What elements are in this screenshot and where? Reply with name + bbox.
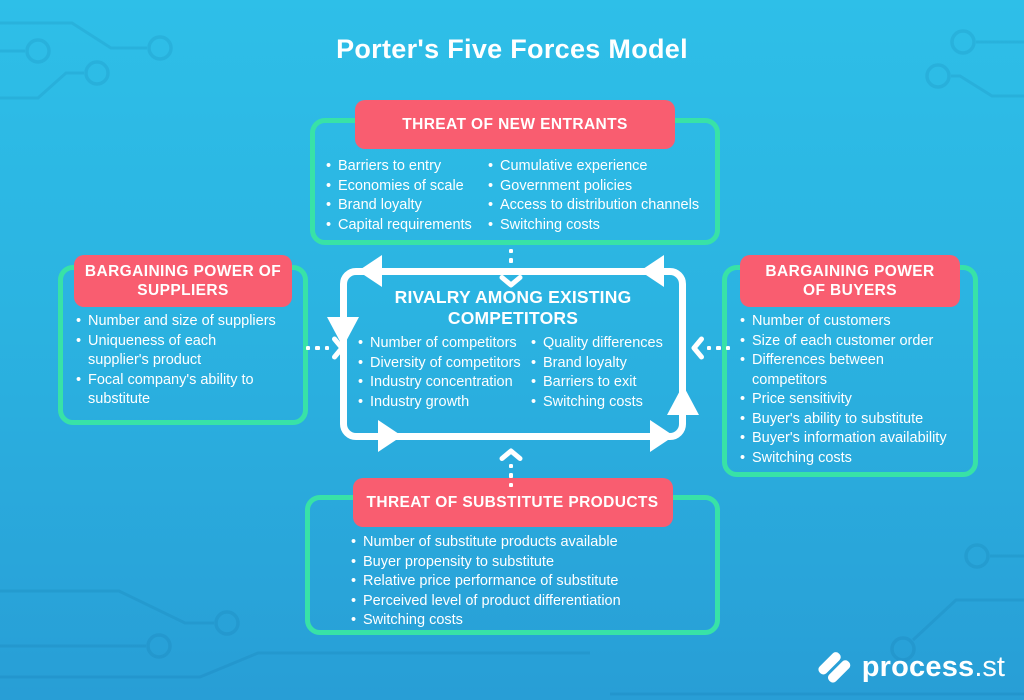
list-item: Barriers to exit: [530, 373, 677, 393]
list-item: Buyer's information availability: [739, 429, 971, 449]
list-item: Buyer propensity to substitute: [350, 553, 715, 573]
list-item: Uniqueness of each supplier's product: [75, 332, 299, 371]
list-item: Number of customers: [739, 312, 971, 332]
logo-suffix: .st: [974, 650, 1005, 683]
arrow-dot: [508, 258, 514, 263]
list-item: Government policies: [487, 177, 711, 197]
rivalry-list-col1: Number of competitorsDiversity of compet…: [357, 334, 530, 412]
force-box-suppliers: BARGAINING POWER OF SUPPLIERS Number and…: [58, 255, 308, 425]
list-item: Industry growth: [357, 393, 530, 413]
list-item: Switching costs: [739, 449, 971, 469]
arrow-dot: [508, 248, 514, 254]
list-item: Focal company's ability to substitute: [75, 371, 299, 410]
list-item: Access to distribution channels: [487, 196, 711, 216]
buyers-list: Number of customersSize of each customer…: [739, 312, 971, 468]
force-header-new-entrants: THREAT OF NEW ENTRANTS: [355, 100, 675, 149]
arrow-dot: [508, 473, 514, 478]
process-st-logo: process.st: [815, 648, 1005, 686]
list-item: Capital requirements: [325, 216, 487, 236]
arrow-buyers-to-rivalry: [691, 336, 733, 360]
force-box-rivalry: RIVALRY AMONG EXISTING COMPETITORS Numbe…: [340, 268, 686, 440]
arrow-dot: [305, 345, 311, 351]
chevron-left-icon: [691, 336, 704, 360]
force-box-new-entrants: THREAT OF NEW ENTRANTS Barriers to entry…: [310, 100, 720, 245]
force-box-buyers: BARGAINING POWER OF BUYERS Number of cus…: [722, 255, 978, 477]
arrow-substitutes-to-rivalry: [499, 448, 523, 490]
list-item: Differences between competitors: [739, 351, 971, 390]
force-header-suppliers: BARGAINING POWER OF SUPPLIERS: [74, 255, 292, 307]
chevron-down-icon: [499, 275, 523, 288]
list-item: Quality differences: [530, 334, 677, 354]
list-item: Barriers to entry: [325, 157, 487, 177]
list-item: Switching costs: [350, 611, 715, 631]
arrow-dot: [508, 463, 514, 469]
arrow-dot: [706, 345, 712, 351]
logo-name: process: [861, 650, 975, 683]
arrow-dot: [716, 345, 721, 351]
chevron-right-icon: [332, 336, 345, 360]
arrow-dot: [508, 267, 514, 273]
arrow-dot: [315, 345, 320, 351]
page-title: Porter's Five Forces Model: [336, 34, 688, 64]
new-entrants-list-col1: Barriers to entryEconomies of scaleBrand…: [325, 157, 487, 235]
list-item: Brand loyalty: [325, 196, 487, 216]
force-header-buyers: BARGAINING POWER OF BUYERS: [740, 255, 960, 307]
process-st-logo-icon: [818, 652, 851, 683]
list-item: Price sensitivity: [739, 390, 971, 410]
force-header-substitutes: THREAT OF SUBSTITUTE PRODUCTS: [352, 478, 673, 527]
list-item: Economies of scale: [325, 177, 487, 197]
list-item: Size of each customer order: [739, 332, 971, 352]
list-item: Number of substitute products available: [350, 533, 715, 553]
arrow-entrants-to-rivalry: [499, 246, 523, 288]
list-item: Switching costs: [487, 216, 711, 236]
substitutes-list: Number of substitute products availableB…: [350, 533, 715, 631]
arrow-dot: [324, 345, 330, 351]
list-item: Industry concentration: [357, 373, 530, 393]
rivalry-list-col2: Quality differencesBrand loyaltyBarriers…: [530, 334, 677, 412]
list-item: Number and size of suppliers: [75, 312, 299, 332]
arrow-dot: [508, 482, 514, 488]
list-item: Diversity of competitors: [357, 354, 530, 374]
suppliers-list: Number and size of suppliersUniqueness o…: [75, 312, 299, 410]
chevron-up-icon: [499, 448, 523, 461]
force-box-substitutes: THREAT OF SUBSTITUTE PRODUCTS Number of …: [305, 478, 720, 635]
arrow-suppliers-to-rivalry: [303, 336, 345, 360]
list-item: Switching costs: [530, 393, 677, 413]
rivalry-title: RIVALRY AMONG EXISTING COMPETITORS: [394, 287, 632, 328]
list-item: Number of competitors: [357, 334, 530, 354]
new-entrants-list-col2: Cumulative experienceGovernment policies…: [487, 157, 711, 235]
arrow-dot: [725, 345, 731, 351]
list-item: Cumulative experience: [487, 157, 711, 177]
list-item: Brand loyalty: [530, 354, 677, 374]
list-item: Relative price performance of substitute: [350, 572, 715, 592]
list-item: Buyer's ability to substitute: [739, 410, 971, 430]
list-item: Perceived level of product differentiati…: [350, 592, 715, 612]
